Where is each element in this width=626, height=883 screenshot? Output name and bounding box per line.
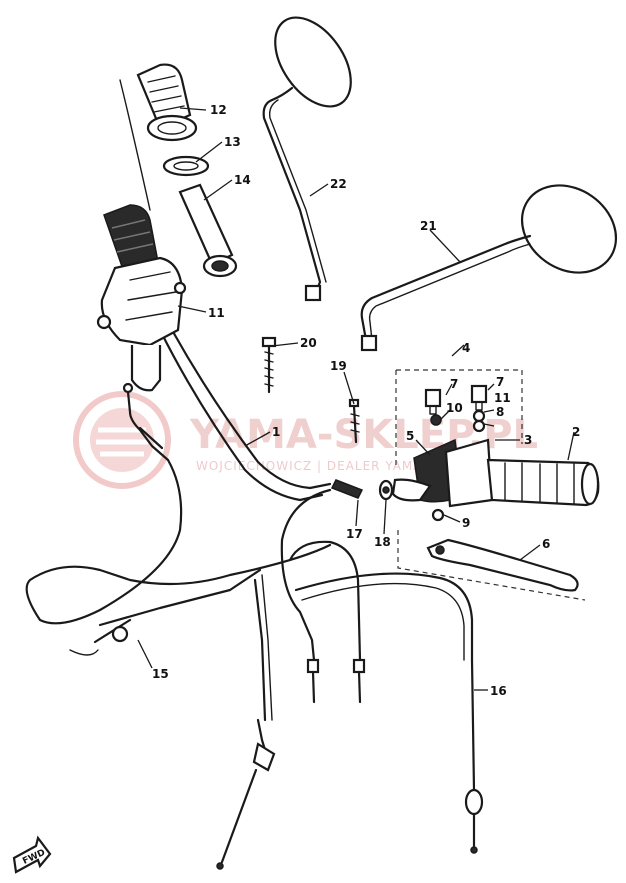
callout-11: 11 <box>494 391 511 405</box>
left-mirror <box>262 16 352 302</box>
screw-21 <box>261 336 277 394</box>
leader-lines <box>137 107 575 691</box>
clutch-cable <box>280 488 484 854</box>
callout-12: 11 <box>208 306 225 320</box>
handlebar <box>119 79 332 502</box>
callout-9: 9 <box>462 516 470 530</box>
callout-2: 2 <box>572 425 580 439</box>
callout-16: 15 <box>152 667 169 681</box>
washer <box>162 155 210 177</box>
callout-7-right: 7 <box>496 375 504 389</box>
callout-17: 16 <box>490 684 507 698</box>
callout-4: 4 <box>462 341 470 355</box>
callout-8: 8 <box>496 405 504 419</box>
callout-1: 1 <box>272 425 280 439</box>
watermark-logo <box>73 391 171 489</box>
callout-18: 17 <box>346 527 363 541</box>
callout-22: 21 <box>420 219 437 233</box>
front-brake-lever <box>397 530 586 601</box>
bolts <box>424 384 488 433</box>
callout-15: 14 <box>234 173 251 187</box>
callout-6: 6 <box>542 537 550 551</box>
callout-13: 12 <box>210 103 227 117</box>
callout-5: 5 <box>406 429 414 443</box>
throttle-cable <box>25 382 332 870</box>
fwd-arrow-icon: FWD <box>12 835 52 874</box>
cable-adjuster <box>330 479 394 501</box>
lever-assembly-group <box>395 369 523 468</box>
left-grip <box>136 63 198 142</box>
throttle-tube <box>178 183 238 278</box>
right-mirror <box>360 184 618 352</box>
callouts: 12 13 14 11 22 21 20 19 1 2 3 4 5 6 7 7 … <box>152 103 580 698</box>
callout-23: 22 <box>330 177 347 191</box>
throttle-housing <box>96 204 187 392</box>
callout-20: 19 <box>330 359 347 373</box>
callout-21: 20 <box>300 336 317 350</box>
callout-10: 10 <box>446 401 463 415</box>
callout-3: 3 <box>524 433 532 447</box>
callout-7-left: 7 <box>450 377 458 391</box>
watermark-subtitle: WOJCIECHOWICZ | DEALER YAMAHA <box>196 459 442 473</box>
callout-14: 13 <box>224 135 241 149</box>
callout-19: 18 <box>374 535 391 549</box>
right-grip <box>444 438 600 508</box>
